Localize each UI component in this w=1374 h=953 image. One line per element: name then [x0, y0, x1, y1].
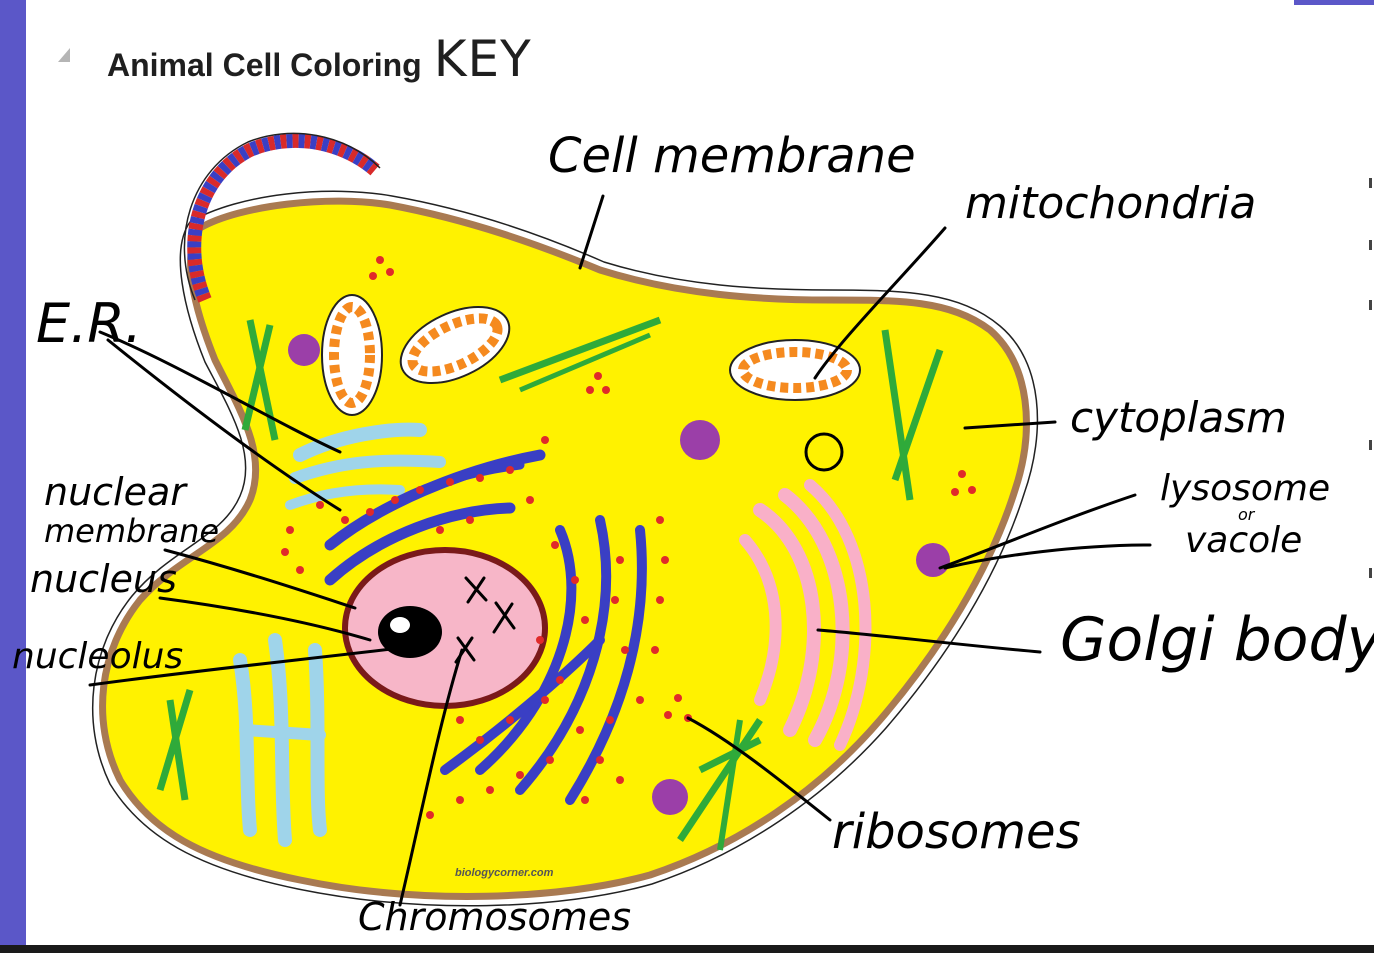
watermark: biologycorner.com	[455, 867, 554, 879]
cytoskeleton	[498, 316, 662, 384]
leader-lysosome	[938, 493, 1137, 570]
mitochondrion	[399, 306, 511, 384]
lysosome	[916, 543, 950, 577]
golgi-body	[778, 488, 850, 747]
lysosome	[652, 779, 688, 815]
cytoskeleton	[156, 688, 194, 792]
rough-er	[324, 502, 516, 586]
cell-membrane-outline	[91, 190, 1039, 907]
cytoskeleton	[166, 699, 189, 801]
bottom-bar	[0, 945, 1374, 953]
label-cytoplasm: cytoplasm	[1070, 393, 1287, 442]
edge-mark	[1369, 240, 1372, 250]
leader-er-2	[106, 338, 342, 512]
title-key-text: KEY	[433, 30, 532, 88]
page-title: Animal Cell Coloring KEY	[107, 30, 532, 88]
leader-lines	[88, 194, 1152, 907]
nucleolus-highlight	[390, 617, 410, 633]
leader-chromosomes	[398, 648, 464, 907]
golgi-body	[804, 479, 872, 751]
golgi-body	[739, 534, 782, 706]
leader-er-1	[98, 330, 342, 454]
vacuole	[804, 432, 844, 472]
cytoskeleton	[698, 736, 762, 774]
left-accent-bar	[0, 0, 26, 953]
leader-cell-membrane	[578, 194, 605, 270]
top-accent-bar	[1294, 0, 1374, 5]
smooth-er	[308, 643, 327, 837]
label-nucleus: nucleus	[30, 557, 177, 601]
cytoskeleton	[717, 719, 743, 851]
cytoskeleton	[519, 332, 651, 393]
golgi-body	[753, 503, 821, 737]
edge-mark	[1369, 178, 1372, 188]
collapse-triangle-icon[interactable]	[58, 48, 70, 62]
label-er: E.R.	[36, 292, 142, 355]
edge-mark	[1369, 568, 1372, 578]
title-text: Animal Cell Coloring	[107, 47, 422, 83]
label-vacuole: vacole	[1185, 520, 1302, 561]
cytoskeleton	[881, 329, 914, 501]
ribosome-cluster	[281, 256, 976, 819]
leader-ribosomes	[686, 716, 832, 822]
label-ribosomes: ribosomes	[832, 804, 1081, 860]
label-golgi: Golgi body	[1060, 605, 1374, 675]
label-chromosomes: Chromosomes	[358, 895, 631, 939]
edge-mark	[1369, 440, 1372, 450]
smooth-er	[293, 422, 427, 462]
flagellum	[187, 133, 380, 303]
smooth-er	[285, 484, 405, 510]
leader-nuclear-membrane	[163, 548, 357, 610]
nucleus	[353, 558, 537, 698]
chromosomes	[454, 576, 516, 664]
label-nuclear-membrane-line2: membrane	[44, 512, 219, 550]
leader-nucleus	[158, 596, 372, 642]
label-cell-membrane: Cell membrane	[548, 128, 916, 184]
mitochondrion-cristae	[329, 302, 375, 408]
cytoskeleton	[246, 319, 279, 441]
leader-nucleolus	[88, 646, 402, 687]
label-nuclear-membrane-line1: nuclear	[44, 470, 188, 514]
label-nucleolus: nucleolus	[12, 636, 183, 677]
rough-er	[475, 525, 577, 775]
leader-vacuole	[943, 543, 1152, 570]
label-or: or	[1238, 505, 1256, 524]
label-lysosome: lysosome	[1160, 468, 1330, 509]
mitochondrion	[729, 339, 861, 401]
cytoskeleton	[891, 348, 944, 482]
lysosome	[288, 334, 320, 366]
smooth-er	[268, 633, 292, 847]
mitochondrion-cristae	[407, 313, 503, 377]
smooth-er	[239, 724, 326, 741]
flagellum-stripe	[187, 133, 380, 303]
mitochondrion-cristae	[738, 347, 852, 393]
cytoskeleton	[241, 324, 274, 431]
leader-cytoplasm	[963, 420, 1057, 430]
rough-er	[515, 515, 612, 795]
cytoskeleton	[677, 718, 763, 842]
smooth-er	[233, 653, 257, 837]
leader-mitochondria	[813, 226, 947, 380]
rough-er	[565, 525, 647, 805]
flagellum-outline	[183, 132, 381, 301]
smooth-er	[289, 454, 446, 484]
lysosome	[680, 420, 720, 460]
edge-mark	[1369, 300, 1372, 310]
label-mitochondria: mitochondria	[965, 178, 1256, 229]
rough-er	[440, 635, 605, 775]
rough-er	[395, 460, 525, 505]
leader-golgi	[816, 628, 1042, 654]
